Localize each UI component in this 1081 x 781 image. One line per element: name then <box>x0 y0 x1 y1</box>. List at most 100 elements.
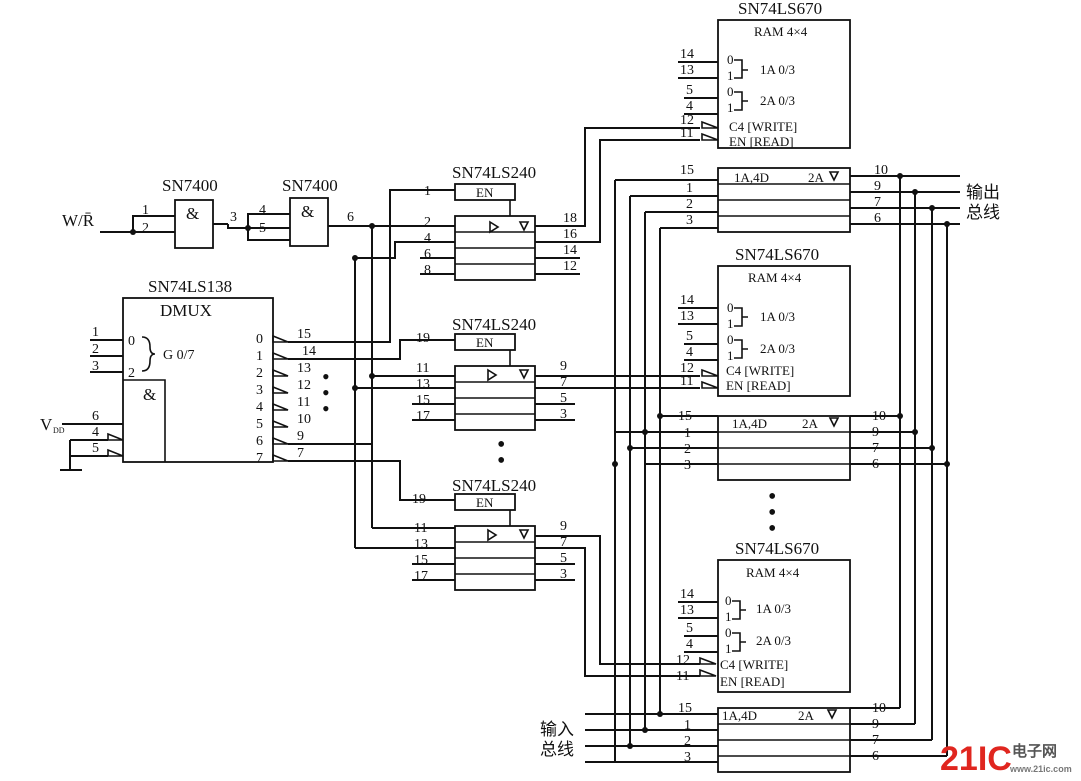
buffer-2: EN 19 11 13 15 17 9 7 5 3 <box>412 331 700 431</box>
svg-text:3: 3 <box>560 407 567 422</box>
svg-text:18: 18 <box>563 211 577 226</box>
svg-text:12: 12 <box>297 378 311 393</box>
svg-text:15: 15 <box>678 701 692 716</box>
svg-text:2: 2 <box>92 342 99 357</box>
svg-text:11: 11 <box>414 521 427 536</box>
svg-text:1: 1 <box>424 184 431 199</box>
svg-text:9: 9 <box>874 179 881 194</box>
svg-text:DD: DD <box>53 426 65 435</box>
svg-text:4: 4 <box>424 231 431 246</box>
buffer1-part-label: SN74LS240 <box>452 163 536 182</box>
svg-text:1: 1 <box>727 100 734 115</box>
svg-text:C4 [WRITE]: C4 [WRITE] <box>726 363 794 378</box>
svg-text:19: 19 <box>416 331 430 346</box>
input-bus-label-2: 总线 <box>540 740 574 759</box>
svg-text:14: 14 <box>563 243 577 258</box>
svg-text:11: 11 <box>680 126 693 141</box>
svg-text:1A,4D: 1A,4D <box>722 708 757 723</box>
svg-text:2: 2 <box>142 221 149 236</box>
svg-text:4: 4 <box>259 203 266 218</box>
svg-text:6: 6 <box>347 210 354 225</box>
svg-text:7: 7 <box>256 451 263 466</box>
svg-text:0: 0 <box>727 332 734 347</box>
buffer-ellipsis: • <box>497 432 505 458</box>
svg-text:1: 1 <box>727 348 734 363</box>
svg-text:9: 9 <box>560 359 567 374</box>
svg-text:3: 3 <box>560 567 567 582</box>
gate1-part-label: SN7400 <box>162 176 218 195</box>
svg-text:16: 16 <box>563 227 577 242</box>
svg-text:4: 4 <box>686 345 693 360</box>
buffer-3: EN 19 11 13 15 17 9 7 5 3 <box>412 492 700 677</box>
svg-text:1: 1 <box>142 203 149 218</box>
svg-text:14: 14 <box>680 293 694 308</box>
decoder-outputs: 0 1 2 3 4 5 6 7 15 14 13 12 11 10 9 7 <box>256 226 455 501</box>
gate2-part-label: SN7400 <box>282 176 338 195</box>
nand-gate-1: & <box>174 199 228 249</box>
svg-text:0: 0 <box>727 300 734 315</box>
svg-text:3: 3 <box>684 750 691 765</box>
svg-text:12: 12 <box>676 653 690 668</box>
svg-text:2: 2 <box>128 366 135 381</box>
svg-text:8: 8 <box>424 263 431 278</box>
svg-text:6: 6 <box>92 409 99 424</box>
svg-text:SN74LS670: SN74LS670 <box>738 0 822 18</box>
ram-1-pins: 14 13 5 4 0 1 1A 0/3 0 1 2A 0/3 12 11 C4… <box>678 47 850 217</box>
wr-input-label: W/R̄ <box>62 211 95 230</box>
svg-text:14: 14 <box>302 344 316 359</box>
svg-text:1: 1 <box>92 325 99 340</box>
svg-text:RAM 4×4: RAM 4×4 <box>746 565 800 580</box>
svg-text:17: 17 <box>416 409 430 424</box>
svg-text:15: 15 <box>414 553 428 568</box>
svg-text:15: 15 <box>416 393 430 408</box>
output-bus-label-2: 总线 <box>966 203 1000 222</box>
svg-text:C4 [WRITE]: C4 [WRITE] <box>720 657 788 672</box>
buffer2-part-label: SN74LS240 <box>452 315 536 334</box>
svg-text:7: 7 <box>297 446 304 461</box>
svg-text:EN: EN <box>476 495 494 510</box>
svg-text:21IC: 21IC <box>940 740 1012 778</box>
svg-text:5: 5 <box>256 417 263 432</box>
svg-text:13: 13 <box>680 603 694 618</box>
svg-text:2: 2 <box>684 442 691 457</box>
ram-2 <box>717 265 851 481</box>
svg-text:1: 1 <box>686 181 693 196</box>
svg-text:&: & <box>186 204 199 223</box>
decoder-part-label: SN74LS138 <box>148 277 232 296</box>
svg-text:RAM 4×4: RAM 4×4 <box>754 24 808 39</box>
svg-text:4: 4 <box>92 425 99 440</box>
svg-text:1: 1 <box>684 718 691 733</box>
svg-text:SN74LS670: SN74LS670 <box>735 539 819 558</box>
svg-text:17: 17 <box>414 569 428 584</box>
svg-text:6: 6 <box>874 211 881 226</box>
svg-text:0: 0 <box>725 625 732 640</box>
svg-text:12: 12 <box>563 259 577 274</box>
svg-text:11: 11 <box>680 374 693 389</box>
svg-text:7: 7 <box>560 375 567 390</box>
svg-text:2: 2 <box>256 366 263 381</box>
svg-text:3: 3 <box>684 458 691 473</box>
svg-text:2: 2 <box>424 215 431 230</box>
svg-text:9: 9 <box>297 429 304 444</box>
svg-text:5: 5 <box>686 329 693 344</box>
svg-text:•: • <box>497 448 505 474</box>
svg-text:6: 6 <box>256 434 263 449</box>
svg-text:1: 1 <box>725 609 732 624</box>
svg-text:2A: 2A <box>808 170 825 185</box>
svg-text:12: 12 <box>680 361 694 376</box>
watermark-logo: 21IC 电子网 www.21ic.com <box>940 740 1072 778</box>
buffer3-part-label: SN74LS240 <box>452 476 536 495</box>
svg-text:4: 4 <box>686 637 693 652</box>
svg-text:电子网: 电子网 <box>1012 742 1057 760</box>
svg-text:1A 0/3: 1A 0/3 <box>760 62 795 77</box>
svg-text:1: 1 <box>727 68 734 83</box>
vdd-label: V <box>40 415 53 434</box>
svg-text:&: & <box>143 385 156 404</box>
svg-text:1A 0/3: 1A 0/3 <box>756 601 791 616</box>
svg-text:13: 13 <box>416 377 430 392</box>
svg-text:SN74LS670: SN74LS670 <box>735 245 819 264</box>
input-bus-label-1: 输入 <box>540 720 574 739</box>
svg-text:15: 15 <box>680 163 694 178</box>
